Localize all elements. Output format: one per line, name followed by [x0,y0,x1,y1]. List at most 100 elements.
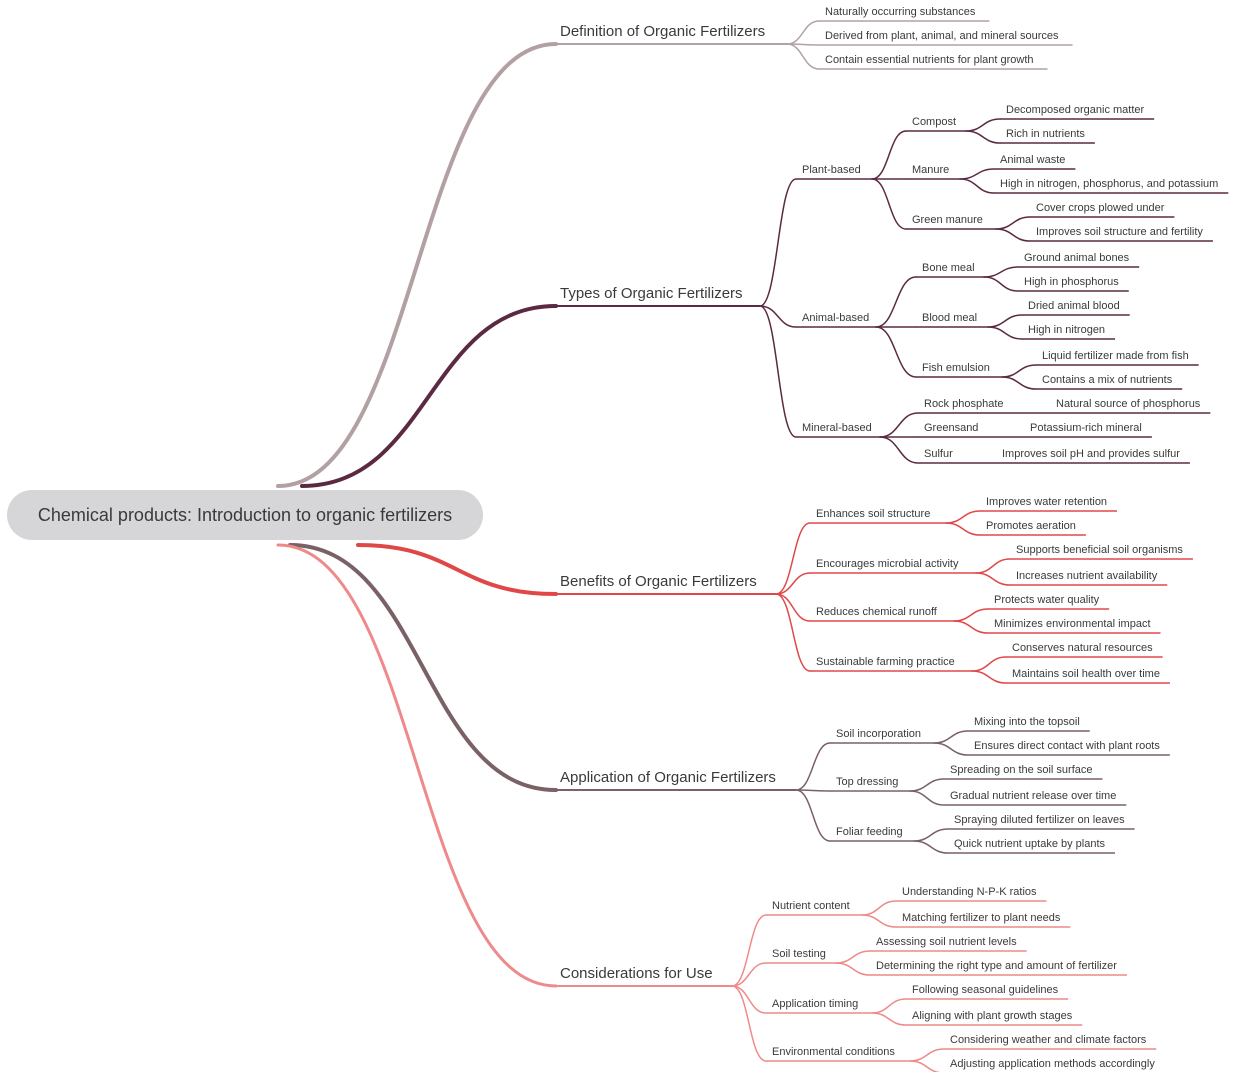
subtopic[interactable]: Gradual nutrient release over time [950,790,1116,802]
subtopic[interactable]: Top dressing [836,776,898,788]
branch-connector [786,20,820,45]
subtopic[interactable]: Sulfur [924,448,953,460]
subtopic[interactable]: Spraying diluted fertilizer on leaves [954,814,1125,826]
subtopic[interactable]: Mineral-based [802,422,872,434]
leaf-topic[interactable]: Contains a mix of nutrients [1042,374,1173,386]
leaf-topic[interactable]: Rich in nutrients [1006,128,1085,140]
subtopic[interactable]: Encourages microbial activity [816,558,959,570]
subtopic[interactable]: Promotes aeration [986,520,1076,532]
root-topic[interactable]: Chemical products: Introduction to organ… [7,490,483,540]
subtopic[interactable]: Reduces chemical runoff [816,606,938,618]
branch-connector [835,950,871,964]
subtopic[interactable]: Bone meal [922,262,975,274]
root-topic-label: Chemical products: Introduction to organ… [37,504,453,525]
branch-connector [995,216,1031,230]
leaf-topic[interactable]: Animal waste [1000,154,1065,166]
branch-connector [1001,376,1037,390]
subtopic[interactable]: Matching fertilizer to plant needs [902,912,1061,924]
branch-connector [909,778,945,792]
subtopic[interactable]: Soil incorporation [836,728,921,740]
subtopic[interactable]: Foliar feeding [836,826,903,838]
subtopic[interactable]: Spreading on the soil surface [950,764,1092,776]
subtopic[interactable]: Contain essential nutrients for plant gr… [825,54,1034,66]
branch-connector [875,276,917,328]
main-topic[interactable]: Application of Organic Fertilizers [560,769,776,786]
branch-connector [871,998,907,1014]
leaf-topic[interactable]: Dried animal blood [1028,300,1120,312]
subtopic[interactable]: Nutrient content [772,900,850,912]
subtopic[interactable]: Animal-based [802,312,869,324]
branch-connector [786,43,820,70]
subtopic[interactable]: Soil testing [772,948,826,960]
subtopic[interactable]: Application timing [772,998,858,1010]
leaf-topic[interactable]: Cover crops plowed under [1036,202,1165,214]
branch-connector [871,178,907,230]
branch-connector [861,900,897,916]
leaf-topic[interactable]: Ground animal bones [1024,252,1130,264]
branch-connector [795,789,831,792]
branch-connector [987,314,1023,328]
subtopic[interactable]: Enhances soil structure [816,508,930,520]
subtopic[interactable]: Compost [912,116,956,128]
subtopic[interactable]: Maintains soil health over time [1012,668,1160,680]
subtopic[interactable]: Following seasonal guidelines [912,984,1059,996]
subtopic[interactable]: Determining the right type and amount of… [876,960,1117,972]
subtopic[interactable]: Manure [912,164,949,176]
branch-connector [276,42,558,488]
main-topic[interactable]: Definition of Organic Fertilizers [560,23,765,40]
branch-connector [953,620,989,634]
branch-connector [731,914,767,987]
branch-connector [795,742,831,791]
subtopic[interactable]: Plant-based [802,164,861,176]
branch-connector [276,543,558,988]
subtopic[interactable]: Aligning with plant growth stages [912,1010,1073,1022]
leaf-topic[interactable]: High in nitrogen [1028,324,1105,336]
leaf-topic[interactable]: Potassium-rich mineral [1030,422,1142,434]
branch-connector [731,985,767,1014]
subtopic[interactable]: Conserves natural resources [1012,642,1153,654]
branch-connector [995,228,1031,242]
branch-connector [775,572,811,595]
leaf-topic[interactable]: High in nitrogen, phosphorus, and potass… [1000,178,1218,190]
branch-connector [965,118,1001,132]
subtopic[interactable]: Improves water retention [986,496,1107,508]
subtopic[interactable]: Naturally occurring substances [825,6,976,18]
subtopic[interactable]: Blood meal [922,312,977,324]
leaf-topic[interactable]: Improves soil structure and fertility [1036,226,1203,238]
subtopic[interactable]: Greensand [924,422,978,434]
main-topic[interactable]: Considerations for Use [560,965,713,982]
branch-connector [835,962,871,976]
branch-connector [965,130,1001,144]
subtopic[interactable]: Understanding N-P-K ratios [902,886,1037,898]
branch-connector [971,656,1007,672]
branch-connector [288,543,558,792]
branch-connector [953,608,989,622]
subtopic[interactable]: Increases nutrient availability [1016,570,1158,582]
subtopic[interactable]: Green manure [912,214,983,226]
subtopic[interactable]: Protects water quality [994,594,1100,606]
leaf-topic[interactable]: Improves soil pH and provides sulfur [1002,448,1180,460]
subtopic[interactable]: Mixing into the topsoil [974,716,1080,728]
main-topic[interactable]: Benefits of Organic Fertilizers [560,573,757,590]
branch-connector [945,510,981,524]
branch-connector [913,840,949,854]
subtopic[interactable]: Considering weather and climate factors [950,1034,1147,1046]
leaf-topic[interactable]: Liquid fertilizer made from fish [1042,350,1189,362]
subtopic[interactable]: Rock phosphate [924,398,1004,410]
subtopic[interactable]: Sustainable farming practice [816,656,955,668]
subtopic[interactable]: Fish emulsion [922,362,990,374]
leaf-topic[interactable]: Natural source of phosphorus [1056,398,1201,410]
subtopic[interactable]: Minimizes environmental impact [994,618,1151,630]
branch-connector [959,168,995,180]
subtopic[interactable]: Adjusting application methods accordingl… [950,1058,1155,1070]
branch-connector [775,593,811,672]
leaf-topic[interactable]: Decomposed organic matter [1006,104,1145,116]
subtopic[interactable]: Quick nutrient uptake by plants [954,838,1106,850]
leaf-topic[interactable]: High in phosphorus [1024,276,1119,288]
subtopic[interactable]: Environmental conditions [772,1046,895,1058]
subtopic[interactable]: Ensures direct contact with plant roots [974,740,1160,752]
subtopic[interactable]: Derived from plant, animal, and mineral … [825,30,1059,42]
main-topic[interactable]: Types of Organic Fertilizers [560,285,743,302]
subtopic[interactable]: Supports beneficial soil organisms [1016,544,1183,556]
subtopic[interactable]: Assessing soil nutrient levels [876,936,1017,948]
